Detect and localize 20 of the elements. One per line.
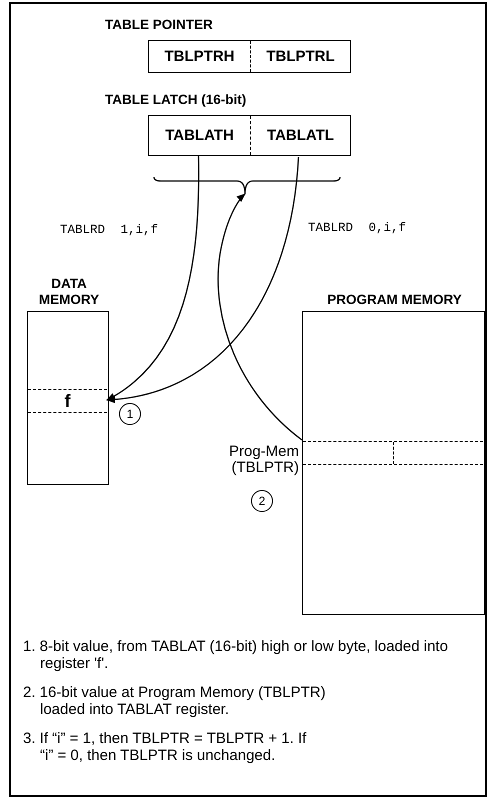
section-heading: TABLE LATCH (16-bit) <box>105 92 246 107</box>
callout-number: 1 <box>119 403 141 425</box>
section-heading: TABLE POINTER <box>105 17 213 32</box>
note-text: 1. 8-bit value, from TABLAT (16-bit) high or low byte, loaded into register 'f'. <box>22 638 449 672</box>
note-text: 3. If “i” = 1, then TBLPTR = TBLPTR + 1. If “i” = 0, then TBLPTR is unchanged. <box>22 730 308 764</box>
callout-number: 2 <box>251 490 273 512</box>
arrow <box>106 156 200 401</box>
register-field: TABLATH <box>149 116 250 155</box>
instruction-label: TABLRD 0,i,f <box>308 221 406 235</box>
arrow <box>218 193 302 440</box>
register-field: TABLATL <box>250 116 350 155</box>
section-heading: PROGRAM MEMORY <box>326 292 463 307</box>
section-heading: DATA MEMORY <box>38 276 100 308</box>
register-field: TBLPTRL <box>250 41 350 72</box>
register-row: f <box>28 389 107 413</box>
memory-address-label: Prog-Mem (TBLPTR) <box>228 444 299 476</box>
register-field: TBLPTRH <box>149 41 250 72</box>
arrow <box>106 156 300 403</box>
instruction-label: TABLRD 1,i,f <box>60 223 158 237</box>
note-text: 2. 16-bit value at Program Memory (TBLPTR) loaded into TABLAT register. <box>22 684 327 718</box>
